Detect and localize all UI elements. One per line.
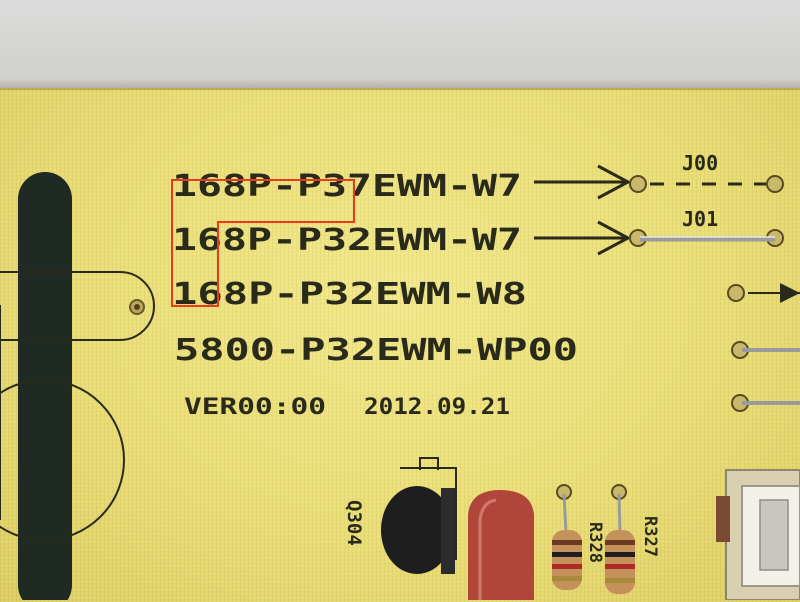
r328-lead [562, 493, 568, 533]
r328-band-1 [552, 540, 582, 545]
transistor-label: Q304 [343, 500, 365, 546]
version-label: VER00:00 [184, 395, 326, 420]
pad-j00-right [766, 175, 784, 193]
diode-symbol [780, 283, 800, 303]
thick-trace-bar [18, 172, 72, 600]
resistor-r327 [605, 530, 635, 594]
transistor-silk-outline [400, 467, 457, 560]
via-hole-core [134, 304, 140, 310]
connector-latch [716, 496, 730, 542]
pad-right-1 [727, 284, 745, 302]
connector-pin [759, 499, 789, 571]
part-number-line-3: 168P-P32EWM-W8 [172, 277, 527, 312]
capacitor-shine [478, 498, 497, 600]
r327-band-1 [605, 540, 635, 545]
component-outline-circle [0, 379, 125, 541]
transistor-q304 [381, 486, 453, 574]
highlight-outline [171, 179, 355, 307]
r327-band-2 [605, 552, 635, 557]
r327-lead [617, 493, 622, 533]
date-label: 2012.09.21 [364, 395, 510, 420]
jumper-label-j00: J00 [682, 151, 718, 175]
r328-band-4 [552, 576, 582, 581]
transistor-outline [419, 457, 439, 470]
jumper-label-j01: J01 [682, 207, 718, 231]
part-number-line-4: 5800-P32EWM-WP00 [174, 333, 578, 368]
transistor-flat-face [441, 488, 455, 574]
part-number-line-2: 168P-P32EWM-W7 [172, 223, 522, 258]
component-outline [0, 271, 155, 341]
capacitor [468, 490, 534, 600]
pad-j00-left [629, 175, 647, 193]
arrow-head-2 [597, 220, 632, 256]
resistor-label-r328: R328 [585, 522, 605, 563]
part-number-line-1: 168P-P37EWM-W7 [172, 169, 522, 204]
background-surface [0, 0, 800, 92]
resistor-label-r327: R327 [640, 516, 660, 557]
r327-band-4 [605, 578, 635, 583]
r328-band-3 [552, 564, 582, 569]
arrow-head-1 [597, 164, 632, 200]
r327-band-3 [605, 564, 635, 569]
r328-band-2 [552, 552, 582, 557]
